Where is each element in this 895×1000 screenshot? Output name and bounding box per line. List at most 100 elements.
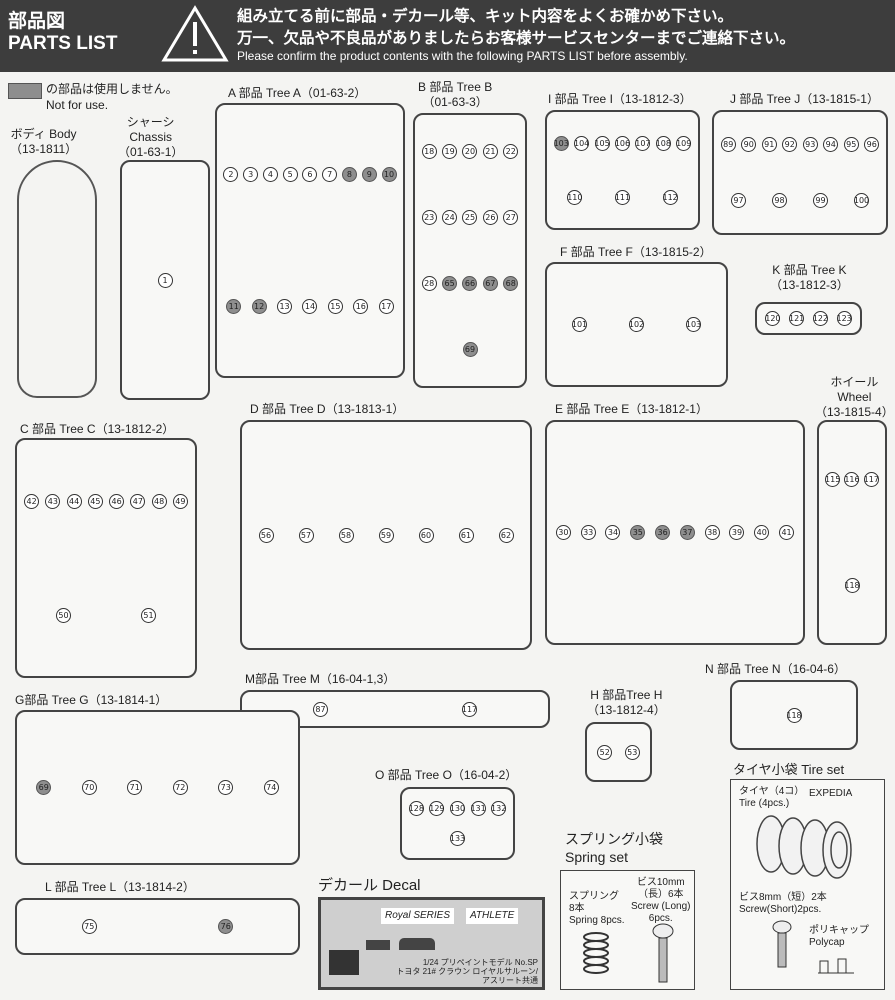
part-number: 42 bbox=[24, 493, 40, 509]
part-number: 61 bbox=[458, 527, 474, 543]
tree-k-label-line: （13-1812-3） bbox=[770, 278, 849, 292]
tree-k-label-line: K 部品 Tree K bbox=[772, 263, 847, 277]
tree-b-label: B 部品 Tree B（01-63-3） bbox=[418, 80, 492, 110]
tree-c-label: C 部品 Tree C（13-1812-2） bbox=[20, 422, 174, 437]
part-number: 39 bbox=[729, 525, 745, 540]
tree-h-label-line: （13-1812-4） bbox=[587, 703, 666, 717]
tree-d-label-line: D 部品 Tree D（13-1813-1） bbox=[250, 402, 405, 416]
part-number: 12 bbox=[251, 298, 267, 314]
part-number: 69 bbox=[36, 780, 52, 795]
part-number: 103 bbox=[686, 317, 701, 332]
part-number: 73 bbox=[218, 780, 234, 795]
decal-plate bbox=[399, 938, 435, 950]
tree-chassis-parts: 1 bbox=[128, 168, 202, 392]
part-number: 118 bbox=[786, 707, 802, 723]
part-number: 89 bbox=[720, 136, 736, 152]
warning-line-en: Please confirm the product contents with… bbox=[237, 49, 688, 63]
part-number: 72 bbox=[172, 780, 188, 795]
part-number: 123 bbox=[836, 311, 852, 326]
decal-title: デカール Decal bbox=[318, 877, 421, 894]
tree-g-label-line: G部品 Tree G（13-1814-1） bbox=[15, 693, 168, 707]
warning-line-1: 組み立てる前に部品・デカール等、キット内容をよくお確かめ下さい。 bbox=[237, 7, 734, 25]
part-number: 6 bbox=[302, 167, 318, 183]
tire-brand: EXPEDIA bbox=[809, 788, 853, 799]
part-number: 15 bbox=[327, 298, 343, 314]
tree-j-label: J 部品 Tree J（13-1815-1） bbox=[730, 92, 879, 107]
part-number: 75 bbox=[81, 919, 97, 934]
tree-e-label: E 部品 Tree E（13-1812-1） bbox=[555, 402, 708, 417]
tree-d-label: D 部品 Tree D（13-1813-1） bbox=[250, 402, 404, 417]
tree-g-label: G部品 Tree G（13-1814-1） bbox=[15, 693, 167, 708]
tree-l-label-line: L 部品 Tree L（13-1814-2） bbox=[45, 880, 195, 894]
tire-label: タイヤ（4コ）Tire (4pcs.) bbox=[739, 786, 805, 809]
tree-l-frame: 75 76 bbox=[15, 898, 300, 955]
part-number: 111 bbox=[615, 189, 630, 205]
part-number: 96 bbox=[864, 136, 880, 152]
part-number: 28 bbox=[421, 275, 437, 291]
part-number: 44 bbox=[66, 493, 82, 509]
tree-body-label: ボディ Body（13-1811） bbox=[10, 127, 77, 157]
body-outline bbox=[17, 160, 97, 398]
tree-n-label: N 部品 Tree N（16-04-6） bbox=[705, 662, 846, 677]
part-number: 104 bbox=[574, 135, 589, 151]
legend-en: Not for use. bbox=[46, 98, 109, 112]
part-number: 117 bbox=[462, 701, 477, 717]
part-number: 108 bbox=[656, 135, 671, 151]
part-number: 92 bbox=[782, 136, 798, 152]
tree-h-label-line: H 部品Tree H bbox=[590, 688, 663, 702]
warning-line-2: 万一、欠品や不良品がありましたらお客様サービスセンターまでご連絡下さい。 bbox=[237, 29, 796, 47]
tree-e-label-line: E 部品 Tree E（13-1812-1） bbox=[555, 402, 708, 416]
part-number: 10 bbox=[381, 167, 397, 183]
part-number: 60 bbox=[418, 527, 434, 543]
part-number: 133 bbox=[450, 831, 465, 847]
tire-set-title: タイヤ小袋 Tire set bbox=[733, 762, 845, 777]
part-number: 59 bbox=[378, 527, 394, 543]
spring-icon bbox=[583, 932, 609, 974]
part-number: 76 bbox=[218, 919, 234, 934]
tree-wheel-label-line: Wheel bbox=[837, 390, 872, 404]
part-number: 36 bbox=[655, 525, 671, 540]
tree-m-label: M部品 Tree M（16-04-1,3） bbox=[245, 672, 395, 687]
part-number: 105 bbox=[594, 135, 610, 151]
part-number: 97 bbox=[731, 193, 746, 209]
part-number: 17 bbox=[378, 298, 394, 314]
title-en: PARTS LIST bbox=[8, 33, 118, 54]
part-number: 45 bbox=[87, 493, 103, 509]
tree-l-label: L 部品 Tree L（13-1814-2） bbox=[45, 880, 195, 895]
part-number: 47 bbox=[130, 493, 146, 509]
part-number: 90 bbox=[741, 136, 757, 152]
tree-wheel-label-line: ホイール bbox=[830, 375, 879, 389]
part-number: 121 bbox=[789, 311, 804, 326]
tree-n-frame: 118 bbox=[730, 680, 858, 750]
part-number: 24 bbox=[442, 210, 458, 226]
part-number: 43 bbox=[45, 493, 61, 509]
part-number: 66 bbox=[462, 275, 478, 291]
tree-i-label-line: I 部品 Tree I（13-1812-3） bbox=[548, 92, 692, 106]
tree-chassis-label-line: シャーシ bbox=[126, 115, 175, 129]
part-number: 4 bbox=[262, 167, 278, 183]
tree-b-label-line: B 部品 Tree B bbox=[418, 80, 493, 94]
part-number: 33 bbox=[580, 525, 596, 540]
tree-chassis-frame: 1 bbox=[120, 160, 210, 400]
part-number: 94 bbox=[823, 136, 839, 152]
part-number: 22 bbox=[503, 144, 519, 160]
